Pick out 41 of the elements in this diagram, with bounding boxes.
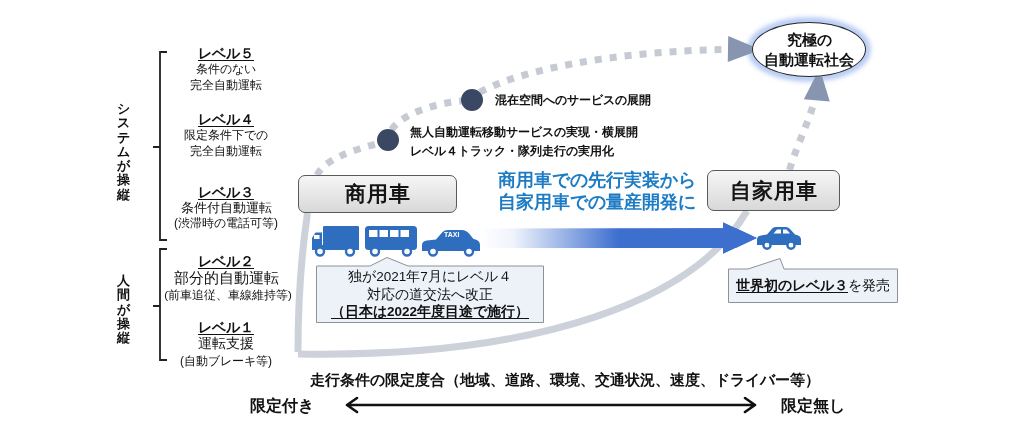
milestone-text: 混在空間へのサービスの展開 [495,93,651,108]
level-description: 限定条件下での完全自動運転 [183,127,269,159]
dotted-line [388,97,462,132]
curved-line [294,212,311,353]
level-description: 部分的自動運転 [173,269,279,288]
callout-box [728,258,898,303]
level-description: 条件のない完全自動運転 [189,61,263,93]
level-heading: レベル５ [198,45,254,63]
level-description: 運転支援 [198,335,254,353]
axis-end-label: 限定無し [781,396,845,416]
category-label: 自家用車 [729,177,818,204]
level-heading: レベル３ [198,184,254,201]
milestone-text: 無人自動運転移動サービスの実現・横展開 [410,125,638,140]
node-label: 究極の自動運転社会 [763,30,855,69]
callout-box [316,257,544,323]
milestone-dot [461,89,483,111]
level-heading: レベル２ [198,253,254,271]
level-heading: レベル１ [198,319,254,336]
milestone-text: レベル４トラック・隊列走行の実用化 [410,144,614,159]
car-icon [757,226,801,250]
dotted-line [314,140,379,177]
level-note: (前車追従、車線維持等) [164,288,292,303]
side-label: システムが操縦 [117,102,130,203]
truck-bus-taxi-icon [312,226,480,257]
callout-text: 独が2021年7月にレベル４対応の道交法へ改正 [347,268,513,304]
axis-title: 走行条件の限定度合（地域、道路、環境、交通状況、速度、ドライバー等） [310,371,820,390]
milestone-dot [377,129,399,151]
level-heading: レベル４ [198,111,254,129]
category-box [707,170,840,211]
level-description: 条件付自動運転 [180,200,272,217]
level-note: (自動ブレーキ等) [180,353,272,370]
axis-end-label: 限定付き [250,396,314,416]
edge-label: 商用車での先行実装から自家用車での量産開発に [497,170,697,214]
side-label: 人間が操縦 [117,274,130,346]
curved-line [298,209,750,358]
callout-text: 世界初のレベル３を発売 [736,277,890,295]
callout-text: （日本は2022年度目途で施行） [330,303,529,321]
level-note: (渋滞時の電話可等) [174,215,278,232]
category-label: 商用車 [344,181,411,207]
goal-ellipse [752,22,866,77]
category-box [298,175,457,213]
